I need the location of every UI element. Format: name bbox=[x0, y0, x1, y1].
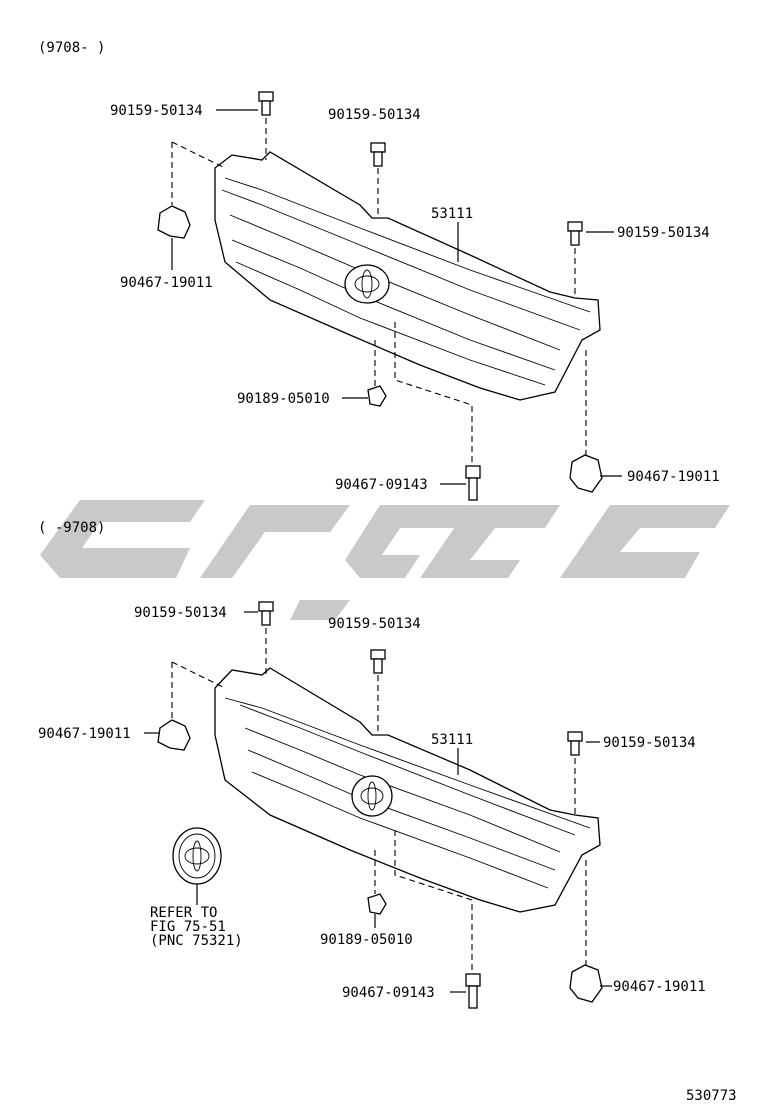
label-upper-screw-left: 90159-50134 bbox=[110, 103, 203, 119]
nut-icon bbox=[367, 385, 387, 407]
emblem-note-line3: (PNC 75321) bbox=[150, 933, 243, 949]
screw-icon bbox=[567, 221, 583, 246]
screw-icon bbox=[370, 142, 386, 167]
label-lower-screw-right: 90159-50134 bbox=[603, 735, 696, 751]
emblem-note-line2: FIG 75-51 bbox=[150, 919, 226, 935]
emblem-note-line1: REFER TO bbox=[150, 905, 217, 921]
label-lower-grille: 53111 bbox=[431, 732, 473, 748]
screw-icon bbox=[258, 91, 274, 116]
retainer-icon bbox=[569, 964, 603, 1003]
label-lower-nut: 90189-05010 bbox=[320, 932, 413, 948]
retainer-icon bbox=[157, 205, 191, 239]
label-upper-retainer-right: 90467-19011 bbox=[627, 469, 720, 485]
upper-grille-assembly bbox=[157, 91, 622, 501]
label-upper-grille: 53111 bbox=[431, 206, 473, 222]
upper-grille bbox=[214, 151, 601, 401]
screw-icon bbox=[567, 731, 583, 756]
upper-range-label: (9708- ) bbox=[38, 40, 105, 56]
retainer-icon bbox=[157, 719, 191, 751]
label-upper-clip: 90467-09143 bbox=[335, 477, 428, 493]
label-upper-screw-center: 90159-50134 bbox=[328, 107, 421, 123]
lower-grille bbox=[214, 667, 601, 913]
screw-icon bbox=[258, 601, 274, 626]
figure-number: 530773 bbox=[686, 1088, 737, 1104]
nut-icon bbox=[367, 893, 387, 915]
lower-range-label: ( -9708) bbox=[38, 520, 105, 536]
label-lower-retainer-right: 90467-19011 bbox=[613, 979, 706, 995]
screw-icon bbox=[370, 649, 386, 674]
clip-icon bbox=[465, 973, 481, 1009]
label-upper-nut: 90189-05010 bbox=[237, 391, 330, 407]
toyota-emblem-icon bbox=[172, 827, 222, 885]
label-upper-screw-right: 90159-50134 bbox=[617, 225, 710, 241]
label-upper-retainer-left: 90467-19011 bbox=[120, 275, 213, 291]
clip-icon bbox=[465, 465, 481, 501]
lower-grille-assembly bbox=[144, 601, 612, 1009]
label-lower-retainer-left: 90467-19011 bbox=[38, 726, 131, 742]
label-lower-screw-left: 90159-50134 bbox=[134, 605, 227, 621]
label-lower-screw-center: 90159-50134 bbox=[328, 616, 421, 632]
watermark-logo bbox=[40, 500, 730, 620]
retainer-icon bbox=[569, 454, 603, 493]
label-lower-clip: 90467-09143 bbox=[342, 985, 435, 1001]
